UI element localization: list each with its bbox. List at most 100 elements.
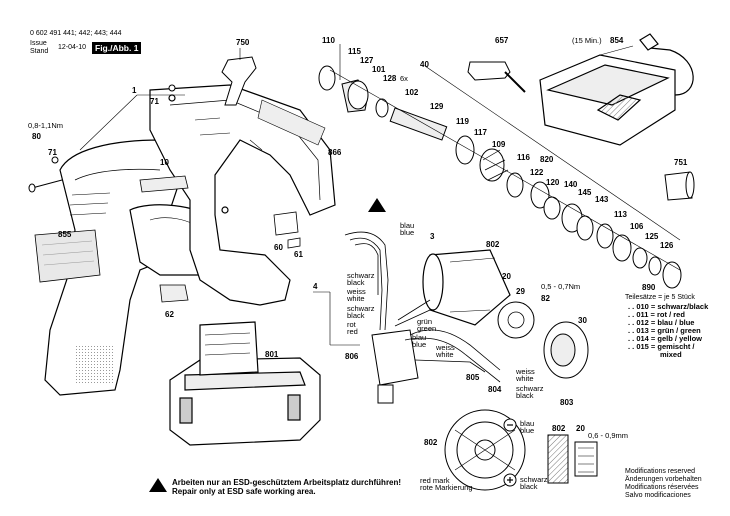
part-label-127: 127 — [360, 56, 374, 65]
wire-schwarz-2: schwarz — [347, 304, 375, 313]
part-label-3: 3 — [430, 232, 435, 241]
part-label-119: 119 — [456, 117, 469, 126]
wire-weiss-1: weiss — [347, 287, 366, 296]
part-label-106: 106 — [630, 222, 644, 231]
part-label-115: 115 — [348, 47, 361, 56]
part-label-140: 140 — [564, 180, 578, 189]
part-label-129: 129 — [430, 102, 444, 111]
warning-line-1: Arbeiten nur an ESD-geschütztem Arbeitsp… — [172, 478, 402, 487]
part-label-806: 806 — [345, 352, 359, 361]
part-label-61: 61 — [294, 250, 303, 259]
housing-right — [149, 84, 336, 306]
part-label-125: 125 — [645, 232, 659, 241]
wire-weiss-3: weiss — [516, 367, 535, 376]
part-label-4: 4 — [313, 282, 318, 291]
part-label-657: 657 — [495, 36, 509, 45]
part-label-62: 62 — [165, 310, 174, 319]
part-label-802a: 802 — [486, 240, 500, 249]
wire-black-bottom: black — [520, 482, 538, 491]
part-label-80: 80 — [32, 132, 41, 141]
part-label-102: 102 — [405, 88, 419, 97]
wire-rot: rot — [347, 320, 356, 329]
wire-schwarz-3: schwarz — [516, 384, 544, 393]
part-label-126: 126 — [660, 241, 674, 250]
screw-80 — [28, 179, 63, 193]
teilesaetze-item: mixed — [660, 350, 682, 359]
part-label-890: 890 — [642, 283, 656, 292]
red-mark-de: rote Markierung — [420, 483, 473, 492]
gearbox-parts — [318, 65, 682, 289]
stand-label: Stand — [30, 48, 49, 55]
part-label-116: 116 — [517, 153, 530, 162]
warning-line-2: Repair only at ESD safe working area. — [172, 487, 316, 496]
wire-white-3: white — [516, 374, 534, 383]
wire-black-1: black — [347, 278, 365, 287]
motor — [422, 249, 511, 326]
part-label-60: 60 — [274, 243, 283, 252]
wire-blau-mid: blau — [412, 333, 427, 342]
charger-time: (15 Min.) — [572, 36, 602, 45]
issue-date: 12-04-10 — [58, 44, 87, 51]
charger — [539, 33, 694, 146]
part-label-143: 143 — [595, 195, 609, 204]
wire-black-3: black — [516, 391, 534, 400]
part-label-866: 866 — [328, 148, 342, 157]
label-855-sticker — [34, 229, 101, 283]
torque-82: 0,5 - 0,7Nm — [541, 282, 581, 291]
part-label-751: 751 — [674, 158, 688, 167]
modifications-line: Salvo modificaciones — [625, 492, 691, 499]
teilesaetze-item: . . 015 = gemischt / — [628, 342, 695, 351]
teilesaetze-item: . . 010 = schwarz/black — [628, 302, 709, 311]
wiring — [344, 231, 501, 383]
part-label-854: 854 — [610, 36, 624, 45]
modifications-line: Modifications réservées — [625, 484, 699, 491]
part-label-71b: 71 — [48, 148, 57, 157]
modifications-line: Änderungen vorbehalten — [625, 476, 702, 483]
part-label-122: 122 — [530, 168, 544, 177]
part-label-71a: 71 — [150, 97, 159, 106]
teilesaetze-item: . . 011 = rot / red — [628, 310, 685, 319]
part-label-40: 40 — [420, 60, 429, 69]
part-label-805: 805 — [466, 373, 480, 382]
battery-pack — [169, 321, 321, 446]
figure-label: Fig./Abb. 1 — [92, 42, 142, 54]
wire-schwarz-1: schwarz — [347, 271, 375, 280]
teilesaetze-item: . . 012 = blau / blue — [628, 318, 695, 327]
issue-label: Issue — [30, 40, 47, 47]
wire-blau-blue-top-1: blau — [400, 221, 415, 230]
part-label-30: 30 — [578, 316, 587, 325]
wire-green: green — [417, 324, 437, 333]
part-label-855: 855 — [58, 230, 72, 239]
part-label-20b: 20 — [576, 424, 585, 433]
housing-left — [44, 139, 221, 396]
part-label-802b: 802 — [424, 438, 438, 447]
part-label-110: 110 — [322, 36, 335, 45]
wire-black-2: black — [347, 311, 365, 320]
wire-blue-mid: blue — [412, 340, 427, 349]
red-mark-en: red mark — [420, 476, 450, 485]
modifications-line: Modifications reserved — [625, 468, 696, 475]
switch-module — [371, 329, 419, 404]
wire-blau-bottom: blau — [520, 419, 535, 428]
part-label-1: 1 — [132, 86, 137, 95]
part-label-101: 101 — [372, 65, 386, 74]
part-label-128: 128 — [383, 74, 397, 83]
wire-white-2: white — [436, 350, 454, 359]
part-label-120: 120 — [546, 178, 560, 187]
wire-red: red — [347, 327, 358, 336]
teilesaetze-item: . . 013 = grün / green — [628, 326, 701, 335]
part-label-113: 113 — [614, 210, 627, 219]
wire-blue-bottom: blue — [520, 426, 535, 435]
part-label-10: 10 — [160, 158, 169, 167]
part-label-801: 801 — [265, 350, 279, 359]
part-numbers: 0 602 491 441; 442; 443; 444 — [30, 30, 122, 37]
torque-80: 0,8-1,1Nm — [28, 121, 64, 130]
part-label-117: 117 — [474, 128, 487, 137]
wire-weiss-2: weiss — [436, 343, 455, 352]
wire-schwarz-bottom: schwarz — [520, 475, 548, 484]
part-label-802c: 802 — [552, 424, 566, 433]
qty-128: 6x — [400, 74, 408, 83]
teilesaetze-title: Teilesätze = je 5 Stück — [625, 294, 695, 301]
